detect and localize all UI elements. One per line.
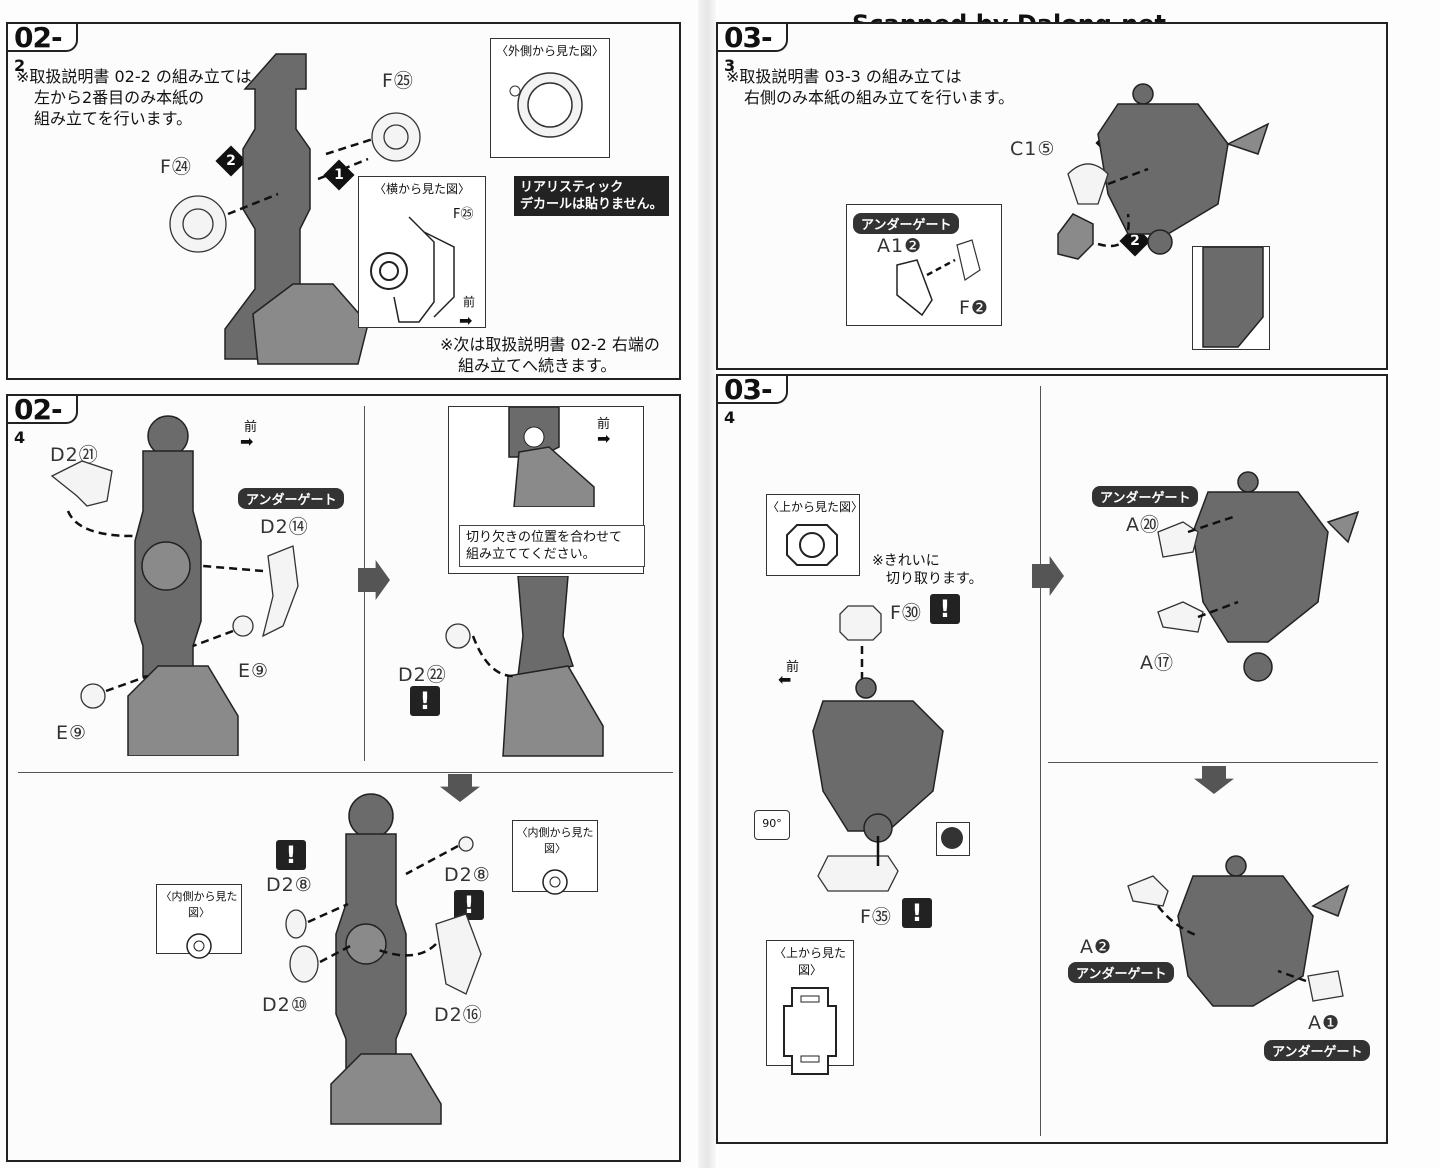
part-label-d2-8-left: D2⑧	[266, 874, 313, 896]
torso-final-illustration	[1127, 855, 1350, 1007]
inset-caption: 〈上から見た図〉	[767, 500, 864, 514]
part-label-d2-14: D2⑭	[260, 516, 309, 538]
leg-assembly-illustration	[50, 415, 299, 756]
octagon-part-icon	[786, 524, 838, 566]
front-label: 前	[463, 295, 476, 309]
gate-part-diagram	[896, 239, 981, 317]
part-label-d2-22: D2㉒	[398, 664, 447, 686]
part-label-f2: F❷	[959, 297, 989, 319]
peg-hole-icon	[936, 822, 970, 856]
side-view-diagram	[370, 216, 455, 323]
inset-caption: 〈内側から見た図〉	[160, 890, 238, 919]
caution-icon: !	[902, 898, 932, 928]
detail-inset	[1192, 246, 1270, 350]
clean-cut-note: ※きれいに 切り取ります。	[872, 553, 983, 587]
inset-caption: 〈内側から見た図〉	[516, 826, 594, 855]
top-view-inset-b: 〈上から見た図〉	[766, 940, 854, 1075]
part-label-f30: F㉚	[890, 602, 922, 624]
front-label: 前	[244, 420, 258, 435]
part-label-d2-8-right: D2⑧	[444, 864, 491, 886]
part-label-f35: F㉟	[860, 906, 892, 928]
disc-detail-icon	[186, 933, 212, 959]
step-number: 02-2	[6, 22, 78, 75]
part-label-a2: A❷	[1080, 936, 1113, 958]
part-label-f24: F㉔	[160, 156, 192, 178]
frame-part-icon	[783, 987, 837, 1075]
front-arrow-icon: ➡	[597, 429, 611, 448]
torso-arms-illustration	[1157, 471, 1360, 682]
part-label-d2-16: D2⑯	[434, 1004, 483, 1026]
part-label-a1: A❶	[1308, 1012, 1341, 1034]
horizontal-divider	[1048, 762, 1378, 763]
front-arrow-icon: ➡	[459, 311, 473, 330]
inset-caption: 〈外側から見た図〉	[495, 44, 604, 58]
inner-view-inset-left: 〈内側から見た図〉	[156, 884, 242, 959]
part-label-e9-left: E⑨	[56, 722, 88, 744]
vertical-divider	[1040, 386, 1041, 1136]
panel-03-3: 03-3 ※取扱説明書 03-3 の組み立ては 右側のみ本紙の組み立てを行います…	[716, 22, 1388, 370]
caution-icon: !	[454, 890, 484, 920]
next-step-note: ※次は取扱説明書 02-2 右端の 組み立てへ続きます。	[440, 335, 660, 375]
under-gate-tag: アンダーゲート	[1068, 962, 1175, 983]
horizontal-divider	[18, 772, 673, 773]
disc-detail-icon	[542, 869, 568, 895]
leg-final-illustration	[285, 793, 482, 1125]
under-gate-inset: アンダーゲート A1❷ F❷	[846, 204, 1002, 326]
rotate-90-icon: 90°	[754, 810, 790, 840]
inset-caption: 〈上から見た図〉	[773, 946, 846, 977]
caution-icon: !	[930, 594, 960, 624]
instruction-note: ※取扱説明書 02-2 の組み立ては 左から2番目のみ本紙の 組み立てを行います…	[16, 67, 252, 128]
under-gate-tag: アンダーゲート	[1264, 1040, 1371, 1061]
part-label-f25: F㉕	[382, 70, 414, 92]
alignment-inset: 前 ➡ 切り欠きの位置を合わせて 組み立ててください。	[448, 406, 645, 574]
step-number: 03-3	[716, 22, 788, 75]
step-number: 02-4	[6, 394, 78, 447]
top-view-inset-a: 〈上から見た図〉	[766, 494, 864, 576]
decal-warning: リアリスティック デカールは貼りません。	[514, 176, 669, 216]
down-arrow-icon	[1194, 766, 1234, 794]
alignment-note: 切り欠きの位置を合わせて 組み立ててください。	[459, 525, 645, 567]
instruction-note: ※取扱説明書 03-3 の組み立ては 右側のみ本紙の組み立てを行います。	[726, 67, 1015, 107]
front-arrow-icon: ➡	[240, 432, 254, 451]
part-label-a17: A⑰	[1140, 652, 1174, 674]
part-label-c1-5: C1⑤	[1010, 138, 1056, 160]
inset-caption: 〈横から見た図〉	[373, 182, 470, 196]
side-view-inset: 〈横から見た図〉 F㉕ 前 ➡	[358, 176, 486, 330]
caution-icon: !	[410, 686, 440, 716]
part-label-d2-21: D2㉑	[50, 444, 99, 466]
next-arrow-icon	[358, 560, 390, 600]
panel-02-2: 02-2 ※取扱説明書 02-2 の組み立ては 左から2番目のみ本紙の 組み立て…	[6, 22, 681, 380]
inner-view-inset-right: 〈内側から見た図〉	[512, 820, 598, 895]
step-number: 03-4	[716, 374, 788, 427]
torso-detail-diagram	[1202, 246, 1264, 348]
under-gate-tag: アンダーゲート	[853, 213, 960, 234]
caution-icon: !	[276, 840, 306, 870]
under-gate-tag: アンダーゲート	[238, 488, 345, 509]
page-fold	[698, 0, 716, 1168]
leg-frame-illustration	[169, 53, 421, 365]
part-label-a1-2: A1❷	[877, 235, 923, 257]
torso-illustration	[1057, 83, 1270, 260]
front-label: 前	[786, 660, 800, 675]
waist-assembly-illustration	[812, 605, 944, 892]
ankle-detail-diagram	[508, 406, 595, 508]
lower-leg-illustration	[445, 576, 604, 757]
disc-part-icon	[509, 72, 583, 138]
front-label: 前	[597, 417, 611, 432]
part-label-f25-side: F㉕	[453, 207, 474, 222]
part-label-e9-right: E⑨	[238, 660, 270, 682]
part-label-a20: A⑳	[1126, 514, 1160, 536]
part-label-d2-10: D2⑩	[262, 994, 309, 1016]
next-arrow-icon	[1032, 556, 1064, 596]
outside-view-inset: 〈外側から見た図〉	[490, 38, 610, 158]
panel-03-4: 03-4 〈上から見た図〉 ※きれいに 切り取ります。 F㉚ ! 前 ➡ 90°…	[716, 374, 1388, 1144]
under-gate-tag: アンダーゲート	[1092, 486, 1199, 507]
panel-02-4: 02-4 前 ➡ D2㉑ アンダーゲート D2⑭ E⑨ E⑨ 前 ➡ 切り欠きの…	[6, 394, 681, 1162]
